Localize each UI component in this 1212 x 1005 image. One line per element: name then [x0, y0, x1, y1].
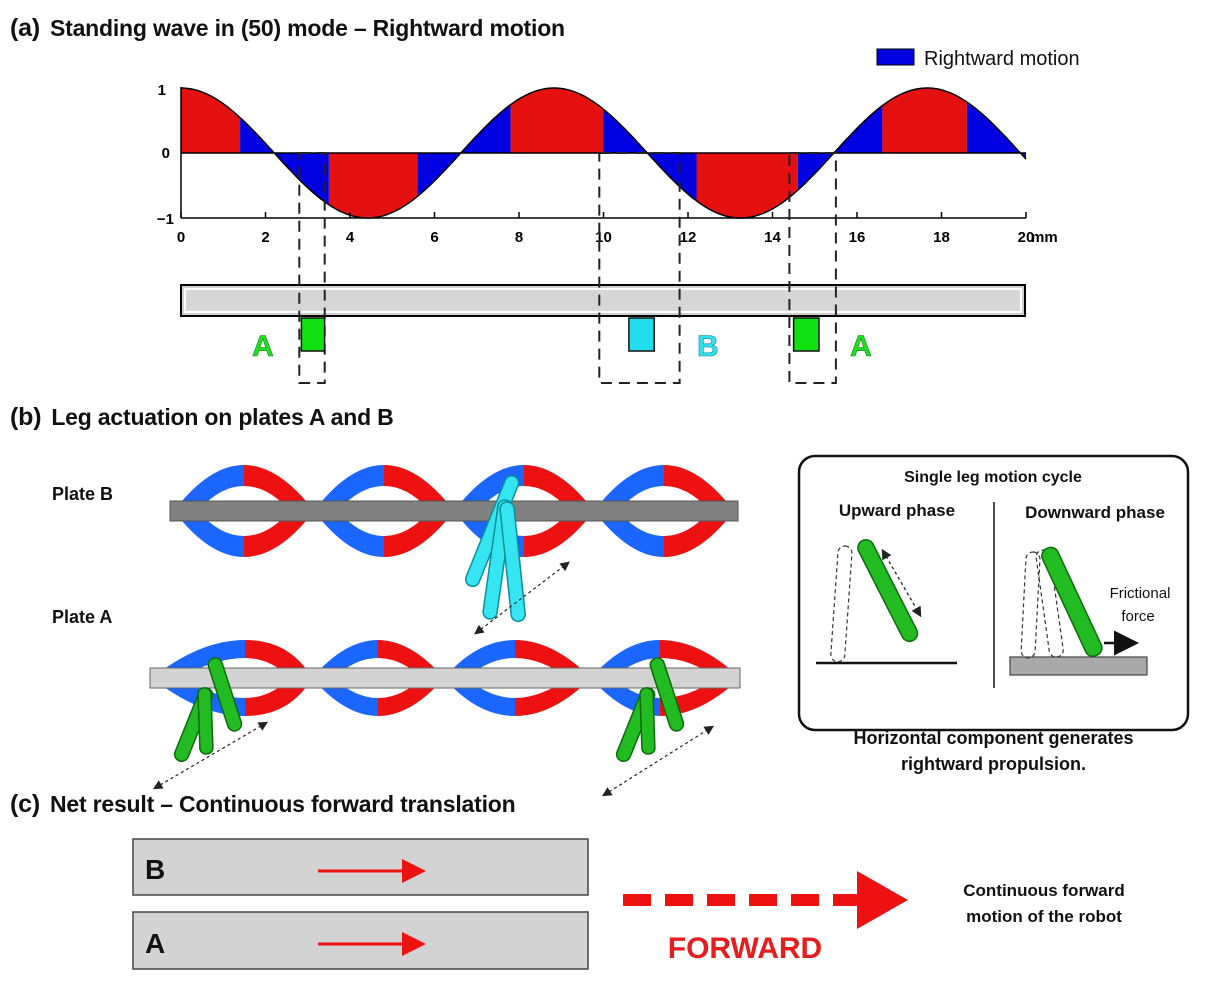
- result-plate-b: [132, 838, 589, 896]
- y-tick-1: 1: [158, 82, 166, 99]
- panel-c-title-text: Net result – Continuous forward translat…: [49, 791, 516, 817]
- leg-mark-a-2: [792, 317, 820, 352]
- wave-segment-4: [510, 88, 604, 153]
- panel-a-title-text: Standing wave in (50) mode – Rightward m…: [49, 15, 565, 41]
- leg-cycle-title: Single leg motion cycle: [904, 469, 1082, 486]
- plate-b-bar: [169, 500, 739, 522]
- forward-label: FORWARD: [668, 932, 822, 965]
- upward-leg-ghost: [830, 545, 853, 663]
- leg-marks: [300, 317, 820, 352]
- x-tick-label-4: 4: [346, 229, 355, 246]
- plate-label-a-right: A: [850, 330, 872, 363]
- downward-phase-label: Downward phase: [1025, 503, 1165, 522]
- plate-strip-inner: [184, 288, 1022, 313]
- panel-a-tag: (a): [10, 14, 40, 42]
- wave-segment-6: [696, 153, 798, 218]
- panel-a-title: (a) Standing wave in (50) mode – Rightwar…: [10, 14, 565, 43]
- wave-segment-1: [240, 117, 329, 205]
- motion-caption-line2: motion of the robot: [966, 907, 1122, 926]
- x-unit-label: mm: [1031, 229, 1058, 246]
- plate-label-b: B: [697, 330, 719, 363]
- lobe-b1: [174, 465, 314, 557]
- dashed-window-2: [788, 152, 837, 384]
- x-tick-label-12: 12: [680, 229, 697, 246]
- panel-b-title-text: Leg actuation on plates A and B: [51, 404, 394, 430]
- upward-motion-arrow: [881, 548, 922, 618]
- lobe-b2: [314, 465, 454, 557]
- legend-label: Rightward motion: [924, 48, 1080, 70]
- wave-segment-2: [328, 153, 418, 218]
- x-tick-label-16: 16: [849, 229, 866, 246]
- legend-swatch: [876, 48, 915, 66]
- upward-phase-label: Upward phase: [839, 501, 955, 520]
- x-tick-label-6: 6: [430, 229, 438, 246]
- plate-b-motion-arrow: [474, 561, 570, 635]
- downward-leg-ghost-1: [1020, 551, 1041, 659]
- wave-segment-8: [882, 88, 967, 153]
- plate-a-bar: [149, 667, 741, 689]
- forward-translation-diagram: B A FORWARD Continuous forward motion of…: [132, 838, 1125, 970]
- motion-caption-line1: Continuous forward: [963, 881, 1124, 900]
- propulsion-note: Horizontal component generates rightward…: [800, 725, 1187, 777]
- downward-plate: [1009, 656, 1148, 676]
- panel-b-title: (b) Leg actuation on plates A and B: [10, 403, 394, 432]
- frictional-force-line1: Frictional: [1110, 585, 1171, 602]
- leg-mark-a-0: [300, 317, 326, 352]
- x-tick-label-14: 14: [764, 229, 781, 246]
- downward-leg: [1041, 546, 1103, 658]
- plate-label-a-left: A: [252, 330, 274, 363]
- result-plate-a-label: A: [145, 928, 165, 959]
- frictional-force-line2: force: [1121, 608, 1154, 625]
- panel-c-title: (c) Net result – Continuous forward trans…: [10, 790, 516, 819]
- x-tick-label-2: 2: [261, 229, 269, 246]
- panel-c-tag: (c): [10, 790, 40, 818]
- wave-segment-9: [966, 102, 1026, 160]
- forward-arrow-head: [857, 871, 908, 929]
- standing-wave-chart: Rightward motion 0 2 4 6 8 10 12 14 16 18 20 1 0 −…: [157, 48, 1080, 384]
- propulsion-note-line1: Horizontal component generates: [853, 728, 1134, 748]
- x-tick-label-18: 18: [933, 229, 950, 246]
- green-leg-l3: [197, 687, 214, 755]
- result-plate-a: [132, 911, 589, 970]
- wave-segment-0: [181, 88, 241, 153]
- downward-leg-ghost-2: [1035, 549, 1064, 658]
- propulsion-note-line2: rightward propulsion.: [901, 754, 1086, 774]
- dashed-window-1: [598, 152, 681, 384]
- dashed-windows: [298, 152, 837, 384]
- leg-mark-b-1: [628, 317, 655, 352]
- result-plate-b-label: B: [145, 854, 165, 885]
- x-tick-label-20: 20: [1018, 229, 1035, 246]
- x-tick-label-0: 0: [177, 229, 185, 246]
- leg-actuation-diagram: Plate B Plate A: [52, 454, 1190, 797]
- x-axis-ticks: 0 2 4 6 8 10 12 14 16 18 20: [177, 212, 1035, 246]
- plate-b-label: Plate B: [52, 484, 113, 504]
- x-tick-label-8: 8: [515, 229, 523, 246]
- plate-a-label: Plate A: [52, 607, 112, 627]
- y-tick-neg1: −1: [157, 211, 174, 228]
- y-tick-0: 0: [162, 145, 170, 162]
- green-leg-r3: [639, 687, 656, 755]
- panel-b-tag: (b): [10, 403, 42, 431]
- x-tick-label-10: 10: [595, 229, 612, 246]
- lobe-b4: [594, 465, 734, 557]
- wave-curve: [181, 87, 1027, 219]
